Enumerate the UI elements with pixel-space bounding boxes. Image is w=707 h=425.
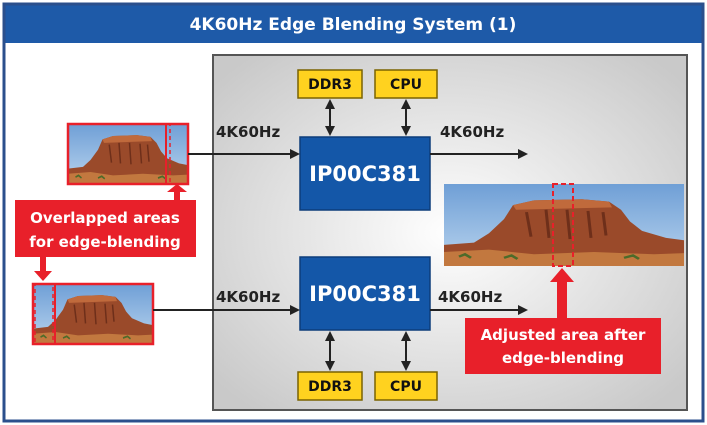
overlap-callout-line1: Overlapped areas <box>30 209 180 227</box>
cpu-top-label: CPU <box>390 77 422 93</box>
adjusted-arrow-up <box>550 268 574 318</box>
ddr3-top-box <box>297 69 363 99</box>
top-input-signal-label: 4K60Hz <box>216 123 280 141</box>
chip-bottom-label: IP00C381 <box>309 282 421 306</box>
overlap-arrow-down <box>34 257 52 281</box>
top-output-signal-label: 4K60Hz <box>440 123 504 141</box>
bottom-output-signal-label: 4K60Hz <box>438 288 502 306</box>
chip-bottom <box>299 256 431 331</box>
page-title: 4K60Hz Edge Blending System (1) <box>190 15 517 35</box>
cpu-top-box <box>374 69 438 99</box>
adjusted-area-marker <box>552 183 574 267</box>
top-input-image <box>66 122 190 186</box>
adjusted-callout-line2: edge-blending <box>502 349 624 367</box>
bottom-input-image <box>31 282 155 346</box>
adjusted-callout-line1: Adjusted area after <box>481 326 646 344</box>
overlap-arrow-up <box>167 184 187 200</box>
header-bar <box>4 4 703 43</box>
overlap-callout-line2: for edge-blending <box>29 233 181 251</box>
bottom-input-signal-label: 4K60Hz <box>216 288 280 306</box>
cpu-bottom-label: CPU <box>390 379 422 395</box>
cpu-bottom-box <box>374 371 438 401</box>
ddr3-top-label: DDR3 <box>308 77 352 93</box>
chip-top <box>299 136 431 211</box>
overlap-callout-box <box>15 200 196 257</box>
ddr3-bottom-label: DDR3 <box>308 379 352 395</box>
ddr3-bottom-box <box>297 371 363 401</box>
adjusted-callout-box <box>465 318 661 374</box>
chip-top-label: IP00C381 <box>309 162 421 186</box>
output-image <box>444 183 684 267</box>
